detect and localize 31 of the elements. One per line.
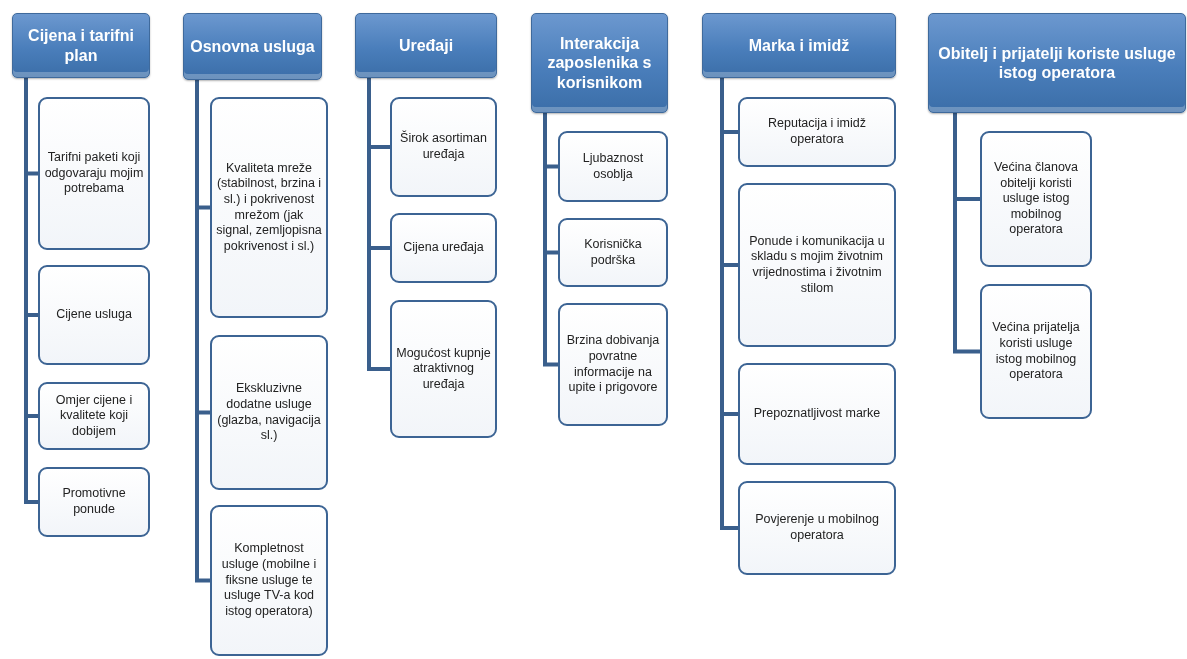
connector-line: [195, 80, 210, 583]
category-header: Marka i imidž: [702, 13, 896, 78]
connector-line: [367, 78, 390, 371]
category-header: Obitelj i prijatelji koriste usluge istog operatora: [928, 13, 1186, 113]
item-box: Ponude i komunikacija u skladu s mojim životnim vrijednostima i životnim stilom: [738, 183, 896, 347]
item-box: Cijene usluga: [38, 265, 150, 365]
item-box: Promotivne ponude: [38, 467, 150, 537]
category-header: Uređaji: [355, 13, 497, 78]
item-box: Korisnička podrška: [558, 218, 668, 287]
category-header: Osnovna usluga: [183, 13, 322, 80]
connector-line: [543, 113, 558, 367]
item-box: Većina članova obitelji koristi usluge istog mobilnog operatora: [980, 131, 1092, 267]
item-box: Prepoznatljivost marke: [738, 363, 896, 465]
item-box: Mogućost kupnje atraktivnog uređaja: [390, 300, 497, 438]
connector-line: [24, 78, 38, 504]
connector-line: [953, 113, 980, 354]
item-box: Brzina dobivanja povratne informacije na upite i prigovore: [558, 303, 668, 426]
item-box: Povjerenje u mobilnog operatora: [738, 481, 896, 575]
connector-line: [720, 78, 738, 530]
item-box: Tarifni paketi koji odgovaraju mojim potrebama: [38, 97, 150, 250]
item-box: Ljubaznost osoblja: [558, 131, 668, 202]
category-header: Interakcija zaposlenika s korisnikom: [531, 13, 668, 113]
item-box: Cijena uređaja: [390, 213, 497, 283]
item-box: Ekskluzivne dodatne usluge (glazba, navigacija sl.): [210, 335, 328, 490]
item-box: Kvaliteta mreže (stabilnost, brzina i sl.) i pokrivenost mrežom (jak signal, zemljopisna pokrivenost i sl.): [210, 97, 328, 318]
item-box: Kompletnost usluge (mobilne i fiksne usluge te usluge TV-a kod istog operatora): [210, 505, 328, 656]
item-box: Omjer cijene i kvalitete koji dobijem: [38, 382, 150, 450]
item-box: Širok asortiman uređaja: [390, 97, 497, 197]
item-box: Reputacija i imidž operatora: [738, 97, 896, 167]
category-header: Cijena i tarifni plan: [12, 13, 150, 78]
item-box: Većina prijatelja koristi usluge istog mobilnog operatora: [980, 284, 1092, 419]
